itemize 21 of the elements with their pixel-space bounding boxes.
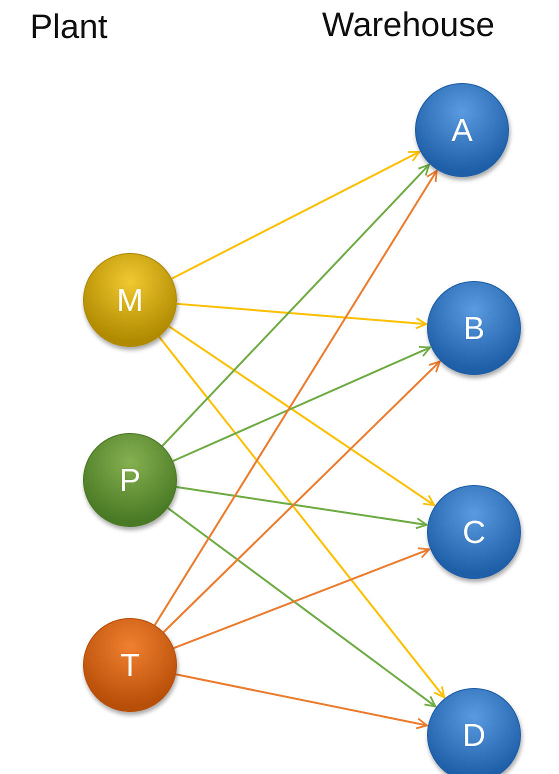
node-circle: A (415, 83, 509, 177)
node-circle: D (427, 688, 521, 774)
arrow (162, 360, 441, 633)
node-circle: P (83, 433, 177, 527)
node-circle: M (83, 253, 177, 347)
node-circle: T (83, 618, 177, 712)
arrow (173, 547, 430, 649)
node-circle: B (427, 281, 521, 375)
arrow (154, 170, 438, 626)
column-heading: Warehouse (322, 6, 495, 45)
arrow (176, 673, 428, 730)
arrow (162, 164, 430, 447)
arrow (172, 346, 431, 462)
arrow (176, 302, 428, 330)
arrow (168, 325, 436, 506)
arrow (158, 336, 446, 698)
arrow (176, 486, 428, 530)
arrow (167, 507, 436, 708)
column-heading: Plant (30, 8, 108, 47)
node-circle: C (427, 485, 521, 579)
arrow (171, 150, 420, 280)
